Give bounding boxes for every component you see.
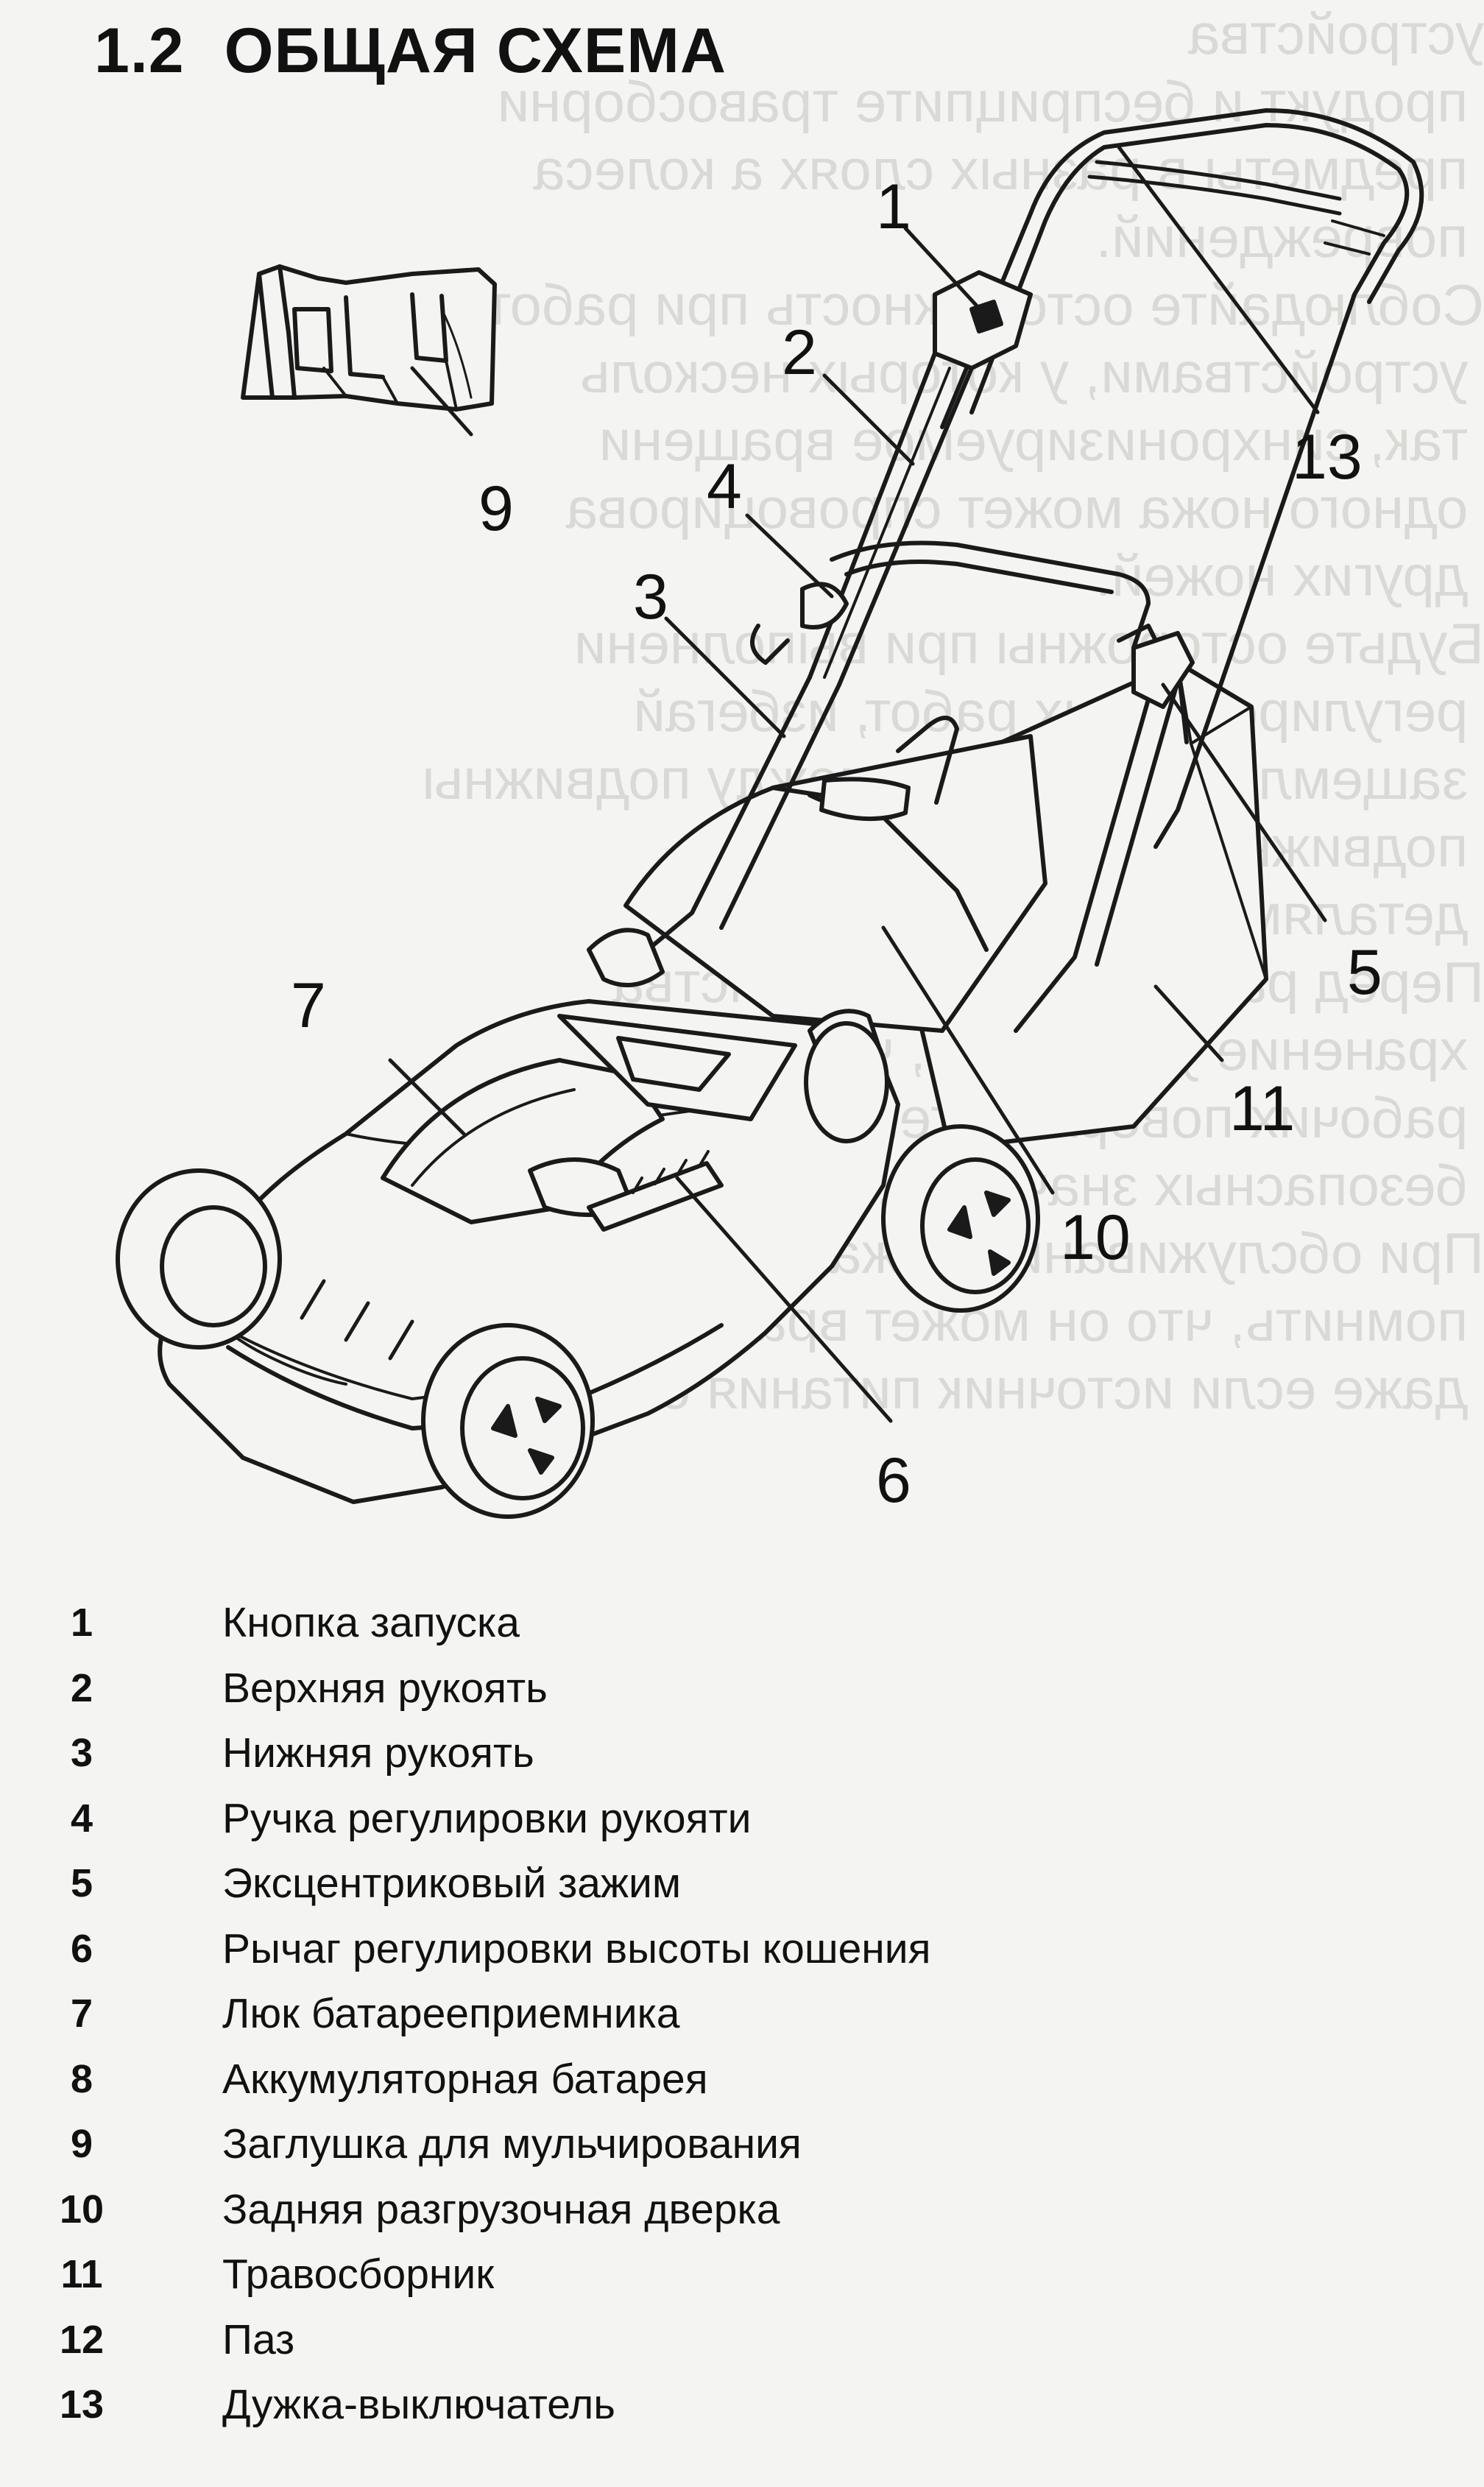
legend-row: 9 Заглушка для мульчирования xyxy=(49,2112,1447,2177)
legend-row: 11 Травосборник xyxy=(49,2242,1447,2307)
mulching-plug-illustration xyxy=(241,264,497,412)
callout-1: 1 xyxy=(876,172,911,242)
section-title: 1.2 ОБЩАЯ СХЕМА xyxy=(94,15,727,88)
legend-row: 6 Рычаг регулировки высоты кошения xyxy=(49,1916,1447,1982)
callout-7: 7 xyxy=(291,970,326,1041)
legend-row: 4 Ручка регулировки рукояти xyxy=(49,1786,1447,1852)
legend-row: 3 Нижняя рукоять xyxy=(49,1721,1447,1786)
callout-9: 9 xyxy=(478,473,514,544)
legend-number: 4 xyxy=(70,1796,93,1841)
legend-label: Ручка регулировки рукояти xyxy=(222,1794,752,1842)
callout-5: 5 xyxy=(1347,937,1382,1008)
callout-13: 13 xyxy=(1292,422,1363,493)
rear-discharge-door-illustration xyxy=(623,716,1047,1033)
wheel-rear-left xyxy=(804,1021,889,1143)
wheel-rear-right xyxy=(881,1124,1040,1313)
legend-label: Верхняя рукоять xyxy=(222,1664,548,1712)
legend-label: Паз xyxy=(222,2315,295,2363)
lawn-mower-diagram: 1 2 4 3 5 6 7 9 10 11 13 xyxy=(116,108,1424,1519)
legend-number: 2 xyxy=(70,1665,93,1710)
legend-number: 1 xyxy=(70,1601,93,1645)
legend-number: 13 xyxy=(59,2382,105,2427)
legend-number: 9 xyxy=(70,2122,93,2166)
legend-label: Люк батареeприемника xyxy=(222,1990,680,2037)
legend-label: Нижняя рукоять xyxy=(222,1729,534,1777)
legend-row: 10 Задняя разгрузочная дверка xyxy=(49,2177,1447,2243)
legend-number: 5 xyxy=(70,1861,93,1905)
callout-11: 11 xyxy=(1229,1073,1295,1144)
legend-label: Аккумуляторная батарея xyxy=(222,2055,708,2103)
legend-label: Эксцентриковый зажим xyxy=(222,1860,682,1907)
section-number: 1.2 xyxy=(94,15,185,86)
legend-label: Травосборник xyxy=(222,2251,495,2298)
legend-row: 12 Паз xyxy=(49,2307,1447,2373)
legend-label: Рычаг регулировки высоты кошения xyxy=(222,1925,931,1972)
callout-leaders xyxy=(388,145,1327,1423)
legend-number: 6 xyxy=(70,1926,93,1971)
handle-assembly-illustration xyxy=(587,108,1424,1076)
legend-number: 10 xyxy=(59,2187,105,2232)
legend-row: 1 Кнопка запуска xyxy=(49,1590,1447,1656)
legend-number: 12 xyxy=(59,2317,105,2362)
legend-label: Кнопка запуска xyxy=(222,1599,520,1646)
section-heading: ОБЩАЯ СХЕМА xyxy=(224,15,727,86)
mower-deck-illustration xyxy=(158,999,900,1504)
callout-2: 2 xyxy=(782,317,817,388)
legend-label: Дужка-выключатель xyxy=(222,2381,615,2428)
legend-label: Заглушка для мульчирования xyxy=(222,2120,802,2167)
callout-4: 4 xyxy=(707,451,742,522)
legend-number: 7 xyxy=(70,1992,93,2036)
legend-label: Задняя разгрузочная дверка xyxy=(222,2185,780,2233)
wheel-front-left xyxy=(116,1168,282,1350)
legend-row: 7 Люк батареeприемника xyxy=(49,1981,1447,2047)
legend-row: 5 Эксцентриковый зажим xyxy=(49,1851,1447,1916)
callout-10: 10 xyxy=(1060,1202,1131,1273)
callout-6: 6 xyxy=(876,1445,911,1516)
legend-row: 2 Верхняя рукоять xyxy=(49,1656,1447,1721)
legend-row: 13 Дужка-выключатель xyxy=(49,2372,1447,2438)
parts-legend: 1 Кнопка запуска 2 Верхняя рукоять 3 Нижняя… xyxy=(49,1590,1447,2438)
callout-3: 3 xyxy=(633,562,668,632)
wheel-front-right xyxy=(421,1323,595,1519)
legend-row: 8 Аккумуляторная батарея xyxy=(49,2047,1447,2112)
legend-number: 3 xyxy=(70,1731,93,1775)
legend-number: 8 xyxy=(70,2056,93,2101)
legend-number: 11 xyxy=(60,2252,103,2296)
